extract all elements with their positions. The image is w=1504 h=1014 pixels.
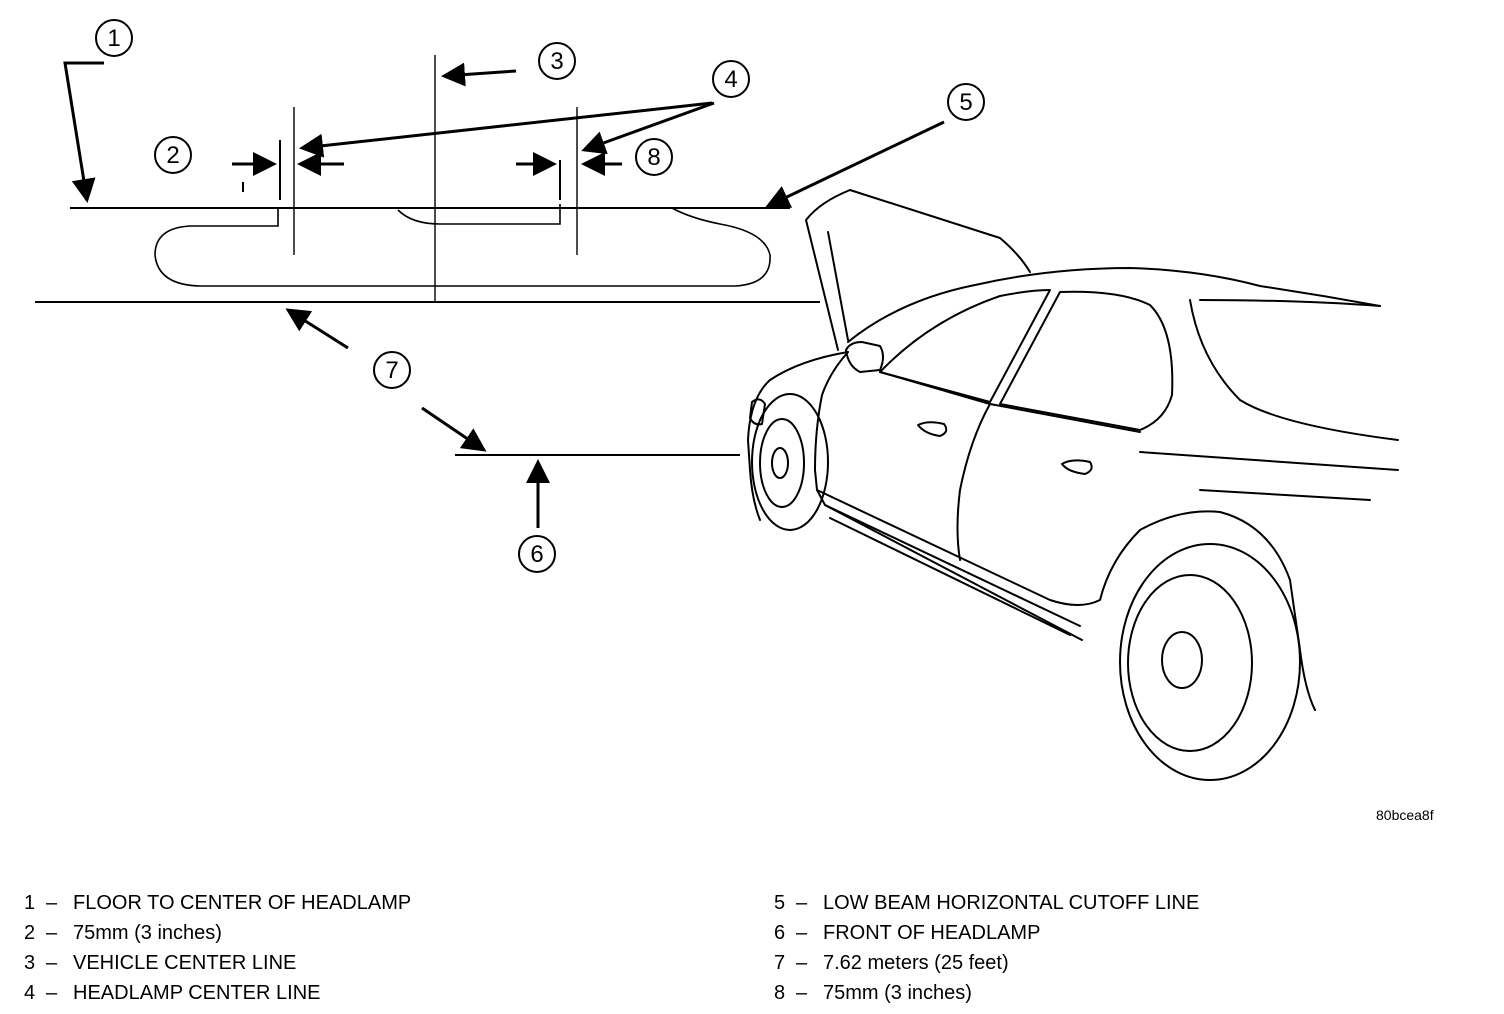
legend-text: LOW BEAM HORIZONTAL CUTOFF LINE [823, 892, 1200, 914]
legend-separator: – [796, 922, 808, 944]
car-side-trim [1139, 451, 1399, 501]
car-rear-wheel [1119, 543, 1301, 781]
callout-6-label: 6 [530, 541, 543, 568]
car-rear-deck [1189, 299, 1399, 441]
legend-item: 5–LOW BEAM HORIZONTAL CUTOFF LINE [774, 888, 1199, 918]
callout-5-label: 5 [959, 89, 972, 116]
car-headlight [749, 398, 766, 426]
callout-8-label: 8 [647, 144, 660, 171]
car-side-body [816, 489, 1316, 711]
legend-number: 5 [774, 892, 786, 914]
legend-text: FRONT OF HEADLAMP [823, 922, 1041, 944]
beam-hotspot-outline [397, 204, 561, 225]
car-door-handle-front [917, 421, 948, 437]
car-window-front [879, 289, 1051, 403]
aiming-screen [35, 55, 820, 456]
callout-1-label: 1 [107, 25, 120, 52]
callout-3-label: 3 [550, 48, 563, 75]
callout-3: 3 [538, 42, 576, 80]
legend-text: 75mm (3 inches) [73, 922, 222, 944]
car-door-line [879, 371, 1141, 561]
legend-text: VEHICLE CENTER LINE [73, 952, 297, 974]
callout-8: 8 [635, 138, 673, 176]
legend-number: 6 [774, 922, 786, 944]
callout-5: 5 [947, 83, 985, 121]
callout-7-label: 7 [385, 357, 398, 384]
legend-item: 8–75mm (3 inches) [774, 978, 1199, 1008]
legend-number: 8 [774, 982, 786, 1004]
leader-arrows [63, 61, 945, 528]
legend-item: 4–HEADLAMP CENTER LINE [24, 978, 411, 1008]
callouts: 1 2 3 4 5 6 7 8 [95, 19, 985, 573]
legend-left-column: 1–FLOOR TO CENTER OF HEADLAMP 2–75mm (3 … [24, 888, 411, 1008]
legend-separator: – [796, 982, 808, 1004]
legend-separator: – [796, 952, 808, 974]
callout-6: 6 [518, 535, 556, 573]
legend-item: 7–7.62 meters (25 feet) [774, 948, 1199, 978]
car-hood-raised [805, 189, 1031, 351]
car-mirror [845, 341, 884, 373]
legend-separator: – [46, 922, 58, 944]
legend-text: FLOOR TO CENTER OF HEADLAMP [73, 892, 412, 914]
legend-item: 2–75mm (3 inches) [24, 918, 411, 948]
figure-reference-code: 80bcea8f [1376, 807, 1434, 823]
callout-4-label: 4 [724, 66, 737, 93]
legend-text: 75mm (3 inches) [823, 982, 972, 1004]
legend-number: 1 [24, 892, 36, 914]
legend-separator: – [46, 982, 58, 1004]
callout-2: 2 [154, 136, 192, 174]
legend-number: 3 [24, 952, 36, 974]
legend-item: 6–FRONT OF HEADLAMP [774, 918, 1199, 948]
headlamp-aiming-diagram: 1 2 3 4 5 6 7 8 [35, 19, 1399, 781]
car-roofline [847, 267, 1381, 343]
legend-separator: – [46, 952, 58, 974]
legend-item: 3–VEHICLE CENTER LINE [24, 948, 411, 978]
car-hood-edge [814, 351, 849, 491]
legend-item: 1–FLOOR TO CENTER OF HEADLAMP [24, 888, 411, 918]
callout-1: 1 [95, 19, 133, 57]
car-front-wheel [751, 393, 829, 531]
legend-separator: – [46, 892, 58, 914]
car-window-rear [999, 290, 1174, 431]
car-rocker [824, 504, 1081, 636]
car-door-handle-rear [1061, 459, 1093, 475]
legend-text: HEADLAMP CENTER LINE [73, 982, 321, 1004]
legend-number: 7 [774, 952, 786, 974]
legend-right-column: 5–LOW BEAM HORIZONTAL CUTOFF LINE 6–FRON… [774, 888, 1199, 1008]
callout-7: 7 [373, 351, 411, 389]
legend-text: 7.62 meters (25 feet) [823, 952, 1009, 974]
legend-number: 2 [24, 922, 36, 944]
callout-2-label: 2 [166, 142, 179, 169]
beam-pattern-outline [154, 207, 771, 287]
car-illustration [747, 189, 1399, 781]
callout-4: 4 [712, 60, 750, 98]
legend-separator: – [796, 892, 808, 914]
legend-number: 4 [24, 982, 36, 1004]
